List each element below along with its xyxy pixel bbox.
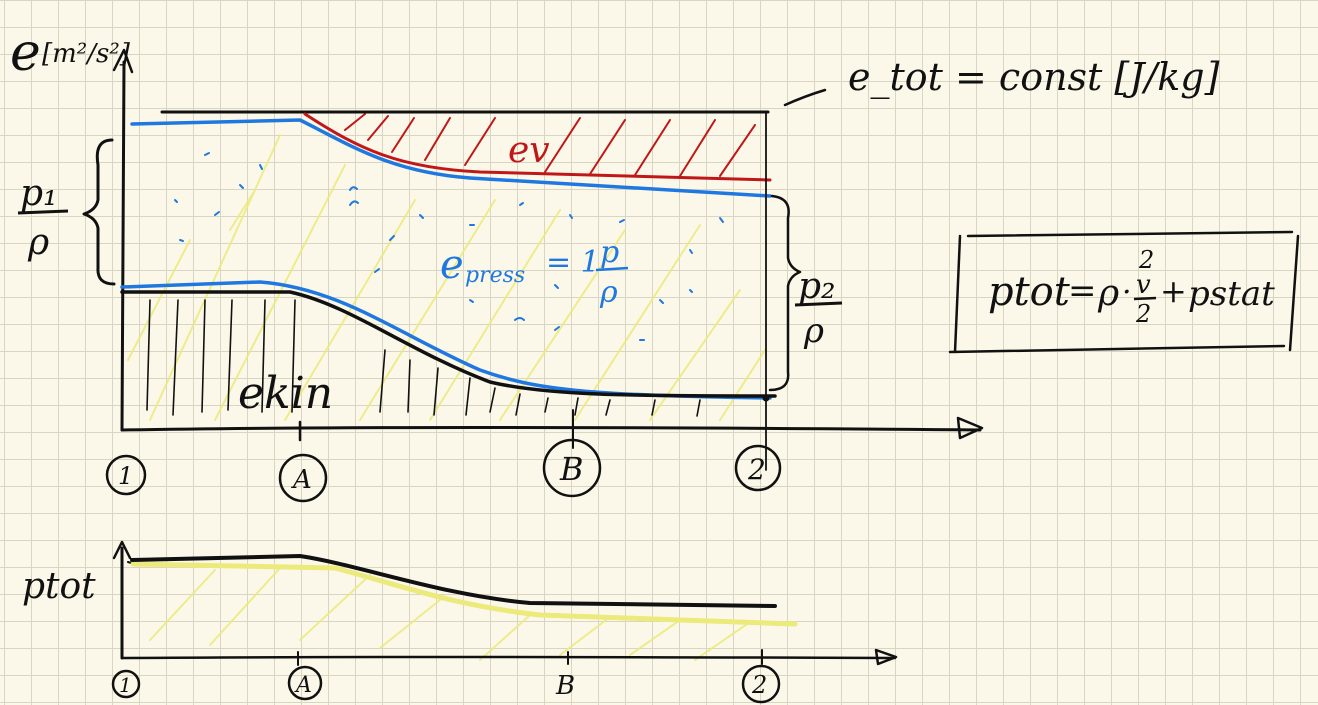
marker-B-circle (542, 438, 602, 498)
e-press-label: e press = 1 p ρ (440, 235, 629, 310)
svg-text:ρ: ρ (27, 222, 49, 263)
svg-text:pstat: pstat (1188, 274, 1275, 314)
marker-A-label: A (291, 465, 312, 495)
e-v-label: ev (508, 130, 550, 171)
marker-1-circle (105, 454, 147, 496)
lower-y-axis-arrow (112, 540, 132, 560)
lower-marker-B-label: B (555, 671, 575, 701)
p2-brace (768, 194, 802, 392)
svg-text:p₂: p₂ (798, 266, 835, 307)
lower-x-axis (120, 655, 897, 660)
p1-brace (82, 138, 116, 286)
svg-text:+: + (1160, 272, 1187, 310)
svg-text:ρ: ρ (803, 311, 824, 351)
upper-x-axis (120, 426, 982, 432)
lower-diagram (111, 540, 898, 704)
svg-text:ρ: ρ (599, 275, 618, 310)
upper-y-label: e (10, 23, 41, 83)
svg-text:= 1: = 1 (546, 245, 600, 280)
svg-text:press: press (465, 263, 525, 288)
lower-marker-A-circle (287, 665, 323, 701)
marker-B-label: B (559, 450, 584, 488)
svg-text:·: · (1122, 275, 1132, 310)
svg-text:p: p (600, 235, 619, 270)
svg-text:v: v (1136, 270, 1151, 300)
upper-y-axis (120, 60, 126, 432)
blue-lower-line (120, 280, 772, 400)
lower-marker-2-label: 2 (751, 671, 767, 699)
red-hatch (344, 113, 756, 177)
svg-text:=: = (1068, 271, 1097, 311)
svg-text:2: 2 (1135, 300, 1151, 328)
lower-y-label: ptot (22, 566, 96, 607)
lower-marker-2-circle (741, 664, 781, 704)
svg-text:2: 2 (1138, 246, 1154, 274)
p2-over-rho-label: p₂ ρ (794, 266, 843, 351)
yellow-hatch-lower (149, 567, 751, 661)
e-tot-leader (783, 88, 827, 107)
e-kin-label: ekin (238, 368, 333, 419)
upper-y-unit: [m²/s²] (42, 39, 131, 69)
lower-x-axis-arrow (874, 648, 898, 666)
formula-text: ptot = ρ · 2 v 2 + pstat (988, 246, 1275, 328)
yellow-ptot-line (130, 561, 798, 627)
right-vertical-dot (762, 394, 770, 402)
upper-x-axis-arrow (956, 416, 984, 440)
e-tot-label: e_tot = const [J/kg] (848, 55, 1220, 100)
marker-A-circle (278, 453, 328, 503)
marker-1-label: 1 (118, 462, 133, 490)
blue-upper-line (130, 118, 772, 198)
svg-text:ptot: ptot (988, 269, 1071, 315)
black-ptot-line (130, 554, 777, 608)
p1-over-rho-label: p₁ ρ (17, 173, 69, 263)
red-ev-line (303, 112, 772, 182)
marker-2-circle (734, 444, 782, 492)
blue-speckles (174, 152, 724, 341)
lower-marker-1-circle (111, 669, 141, 699)
ekin-hatch (146, 299, 701, 417)
ekin-top-line (120, 290, 777, 398)
svg-text:ρ: ρ (1097, 273, 1119, 314)
lower-marker-1-label: 1 (119, 673, 132, 697)
lower-marker-A-label: A (294, 673, 312, 698)
formula-box (948, 230, 1300, 354)
svg-text:e: e (440, 242, 464, 288)
upper-diagram (82, 48, 984, 503)
upper-y-axis-arrow (112, 48, 134, 74)
marker-2-label: 2 (747, 453, 766, 486)
svg-text:p₁: p₁ (20, 173, 57, 214)
